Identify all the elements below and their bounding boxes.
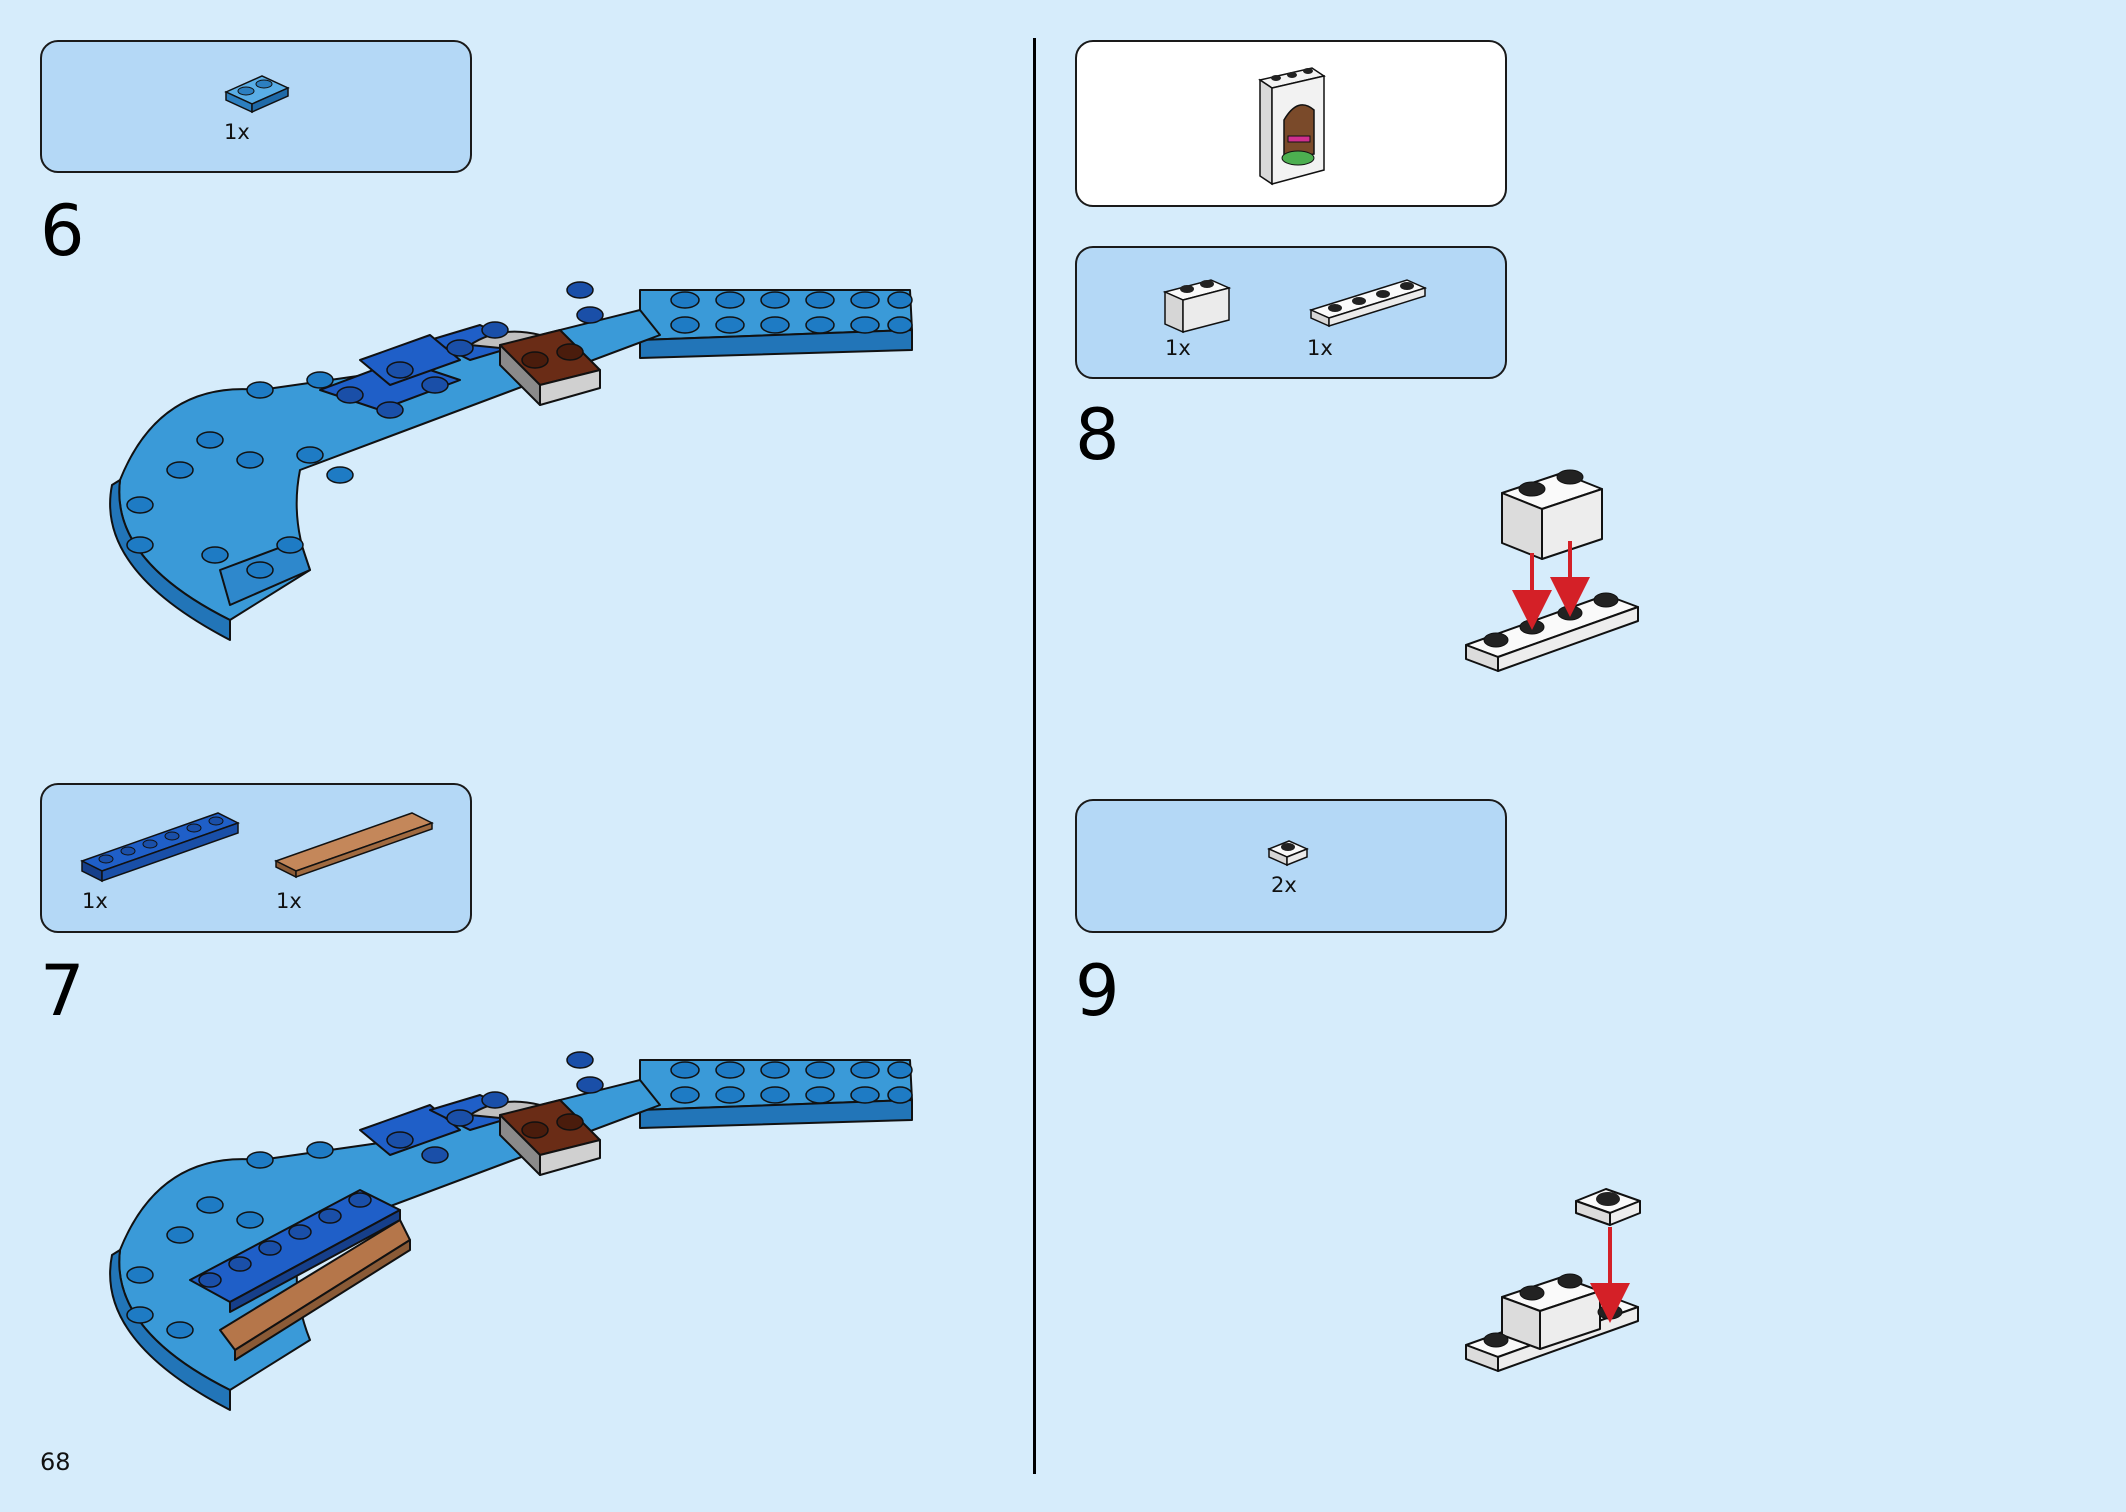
part-quantity: 1x bbox=[276, 889, 302, 913]
parts-list-step-9: 2x bbox=[1075, 799, 1507, 933]
step-8-assembly-illustration bbox=[1465, 469, 1639, 672]
step-number: 6 bbox=[40, 190, 85, 272]
tan-1x6-tile-icon bbox=[274, 812, 434, 879]
white-1x1-plate-icon bbox=[1267, 840, 1309, 867]
parts-list-step-8: 1x 1x bbox=[1075, 246, 1507, 379]
step-7-assembly-illustration bbox=[109, 1051, 913, 1411]
step-6-assembly-illustration bbox=[109, 281, 913, 641]
step-number: 7 bbox=[40, 950, 85, 1032]
step-number: 8 bbox=[1075, 394, 1120, 476]
parts-list-step-6: 1x bbox=[40, 40, 472, 173]
white-1x4-plate-icon bbox=[1308, 279, 1428, 328]
part-quantity: 1x bbox=[1165, 336, 1191, 360]
blue-1x2-plate-icon bbox=[224, 75, 290, 114]
subassembly-callout bbox=[1075, 40, 1507, 207]
page-divider bbox=[1033, 38, 1036, 1474]
part-quantity: 2x bbox=[1271, 873, 1297, 897]
step-number: 9 bbox=[1075, 950, 1120, 1032]
blue-1x6-plate-icon bbox=[80, 812, 240, 883]
part-quantity: 1x bbox=[1307, 336, 1333, 360]
parts-list-step-7: 1x 1x bbox=[40, 783, 472, 933]
white-1x2-brick-icon bbox=[1162, 279, 1232, 334]
part-quantity: 1x bbox=[82, 889, 108, 913]
page-number: 68 bbox=[40, 1448, 71, 1476]
white-window-arch-with-flowers-icon bbox=[1258, 67, 1326, 186]
step-9-assembly-illustration bbox=[1465, 1188, 1641, 1372]
part-quantity: 1x bbox=[224, 120, 250, 144]
